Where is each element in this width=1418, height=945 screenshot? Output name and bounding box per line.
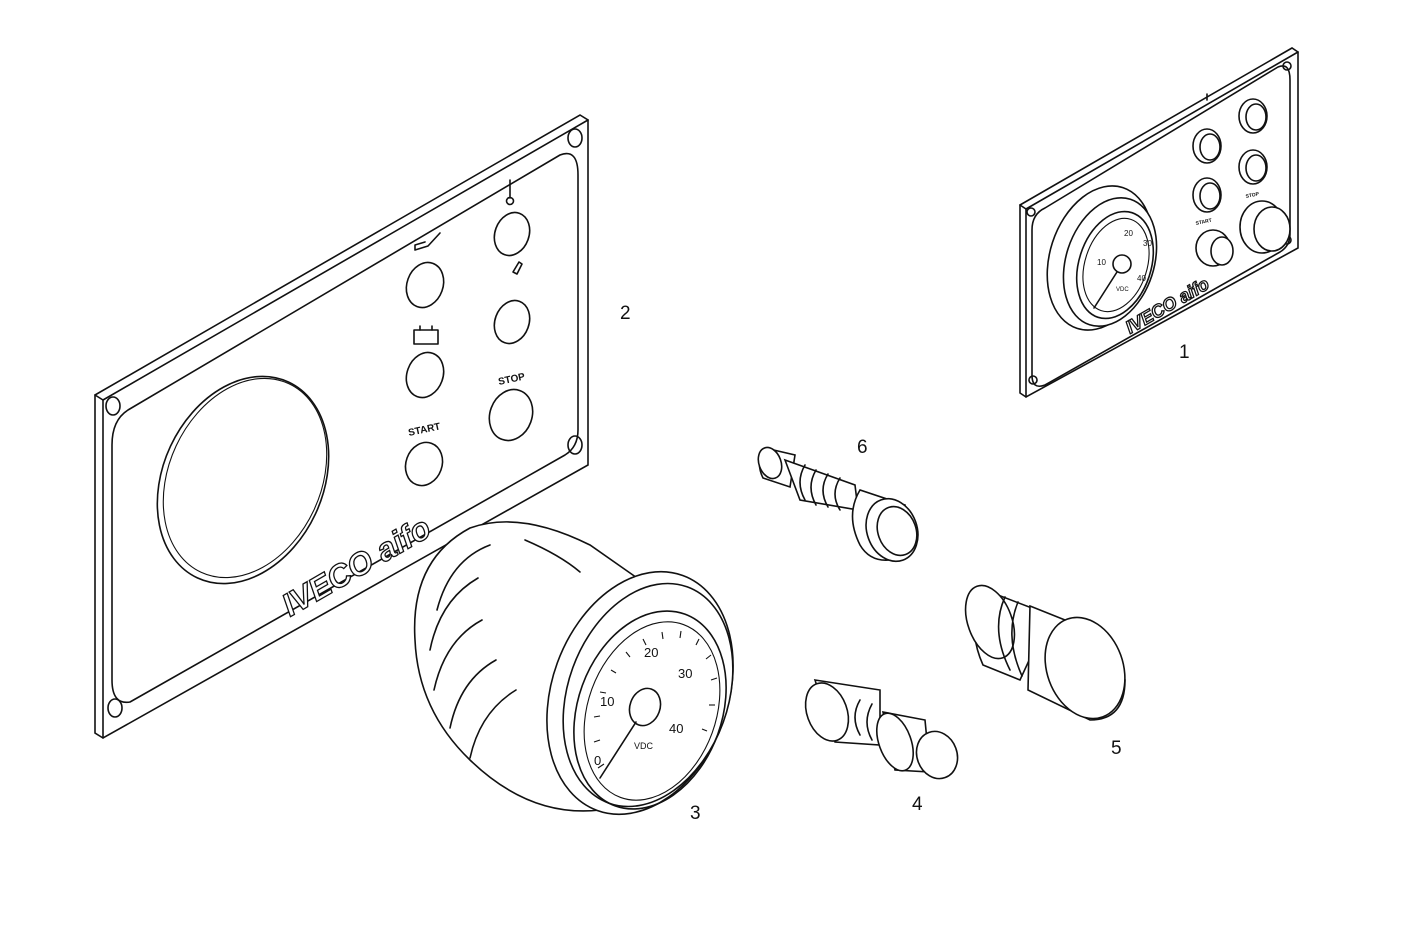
indicator-hole <box>405 351 445 399</box>
mounting-hole <box>567 435 583 455</box>
stop-label: STOP <box>1245 191 1260 200</box>
panel-2-plate <box>94 114 589 739</box>
gauge-tick-label: 30 <box>678 666 692 681</box>
mounting-hole <box>567 128 583 148</box>
oil-can-icon <box>414 232 441 251</box>
gauge-needle <box>599 721 637 779</box>
svg-text:30: 30 <box>1143 239 1152 248</box>
gauge-dial <box>583 621 721 801</box>
gauge-cutout <box>156 375 330 585</box>
callout-part-1: 1 <box>1179 342 1190 363</box>
indicator-hole <box>493 211 531 257</box>
svg-text:VDC: VDC <box>1116 287 1129 293</box>
gauge-tick-label: 10 <box>600 694 614 709</box>
svg-text:40: 40 <box>1137 274 1146 283</box>
gauge-tick-label: 20 <box>644 645 658 660</box>
start-label: START <box>1195 218 1212 227</box>
callout-part-2: 2 <box>620 303 631 324</box>
temperature-icon <box>505 179 515 206</box>
callout-part-3: 3 <box>690 803 701 824</box>
svg-text:10: 10 <box>1097 258 1106 267</box>
indicator-hole <box>493 299 531 345</box>
indicator-hole <box>405 261 445 309</box>
push-button-6 <box>757 446 919 563</box>
stop-button-hole <box>488 388 534 442</box>
mounting-hole <box>107 698 123 718</box>
svg-text:20: 20 <box>1124 229 1133 238</box>
callout-part-4: 4 <box>912 794 923 815</box>
gauge-needle-hub <box>628 687 662 727</box>
mounting-hole <box>105 396 121 416</box>
battery-icon <box>413 325 439 345</box>
callout-part-5: 5 <box>1111 738 1122 759</box>
gauge-tick-label: 40 <box>669 721 683 736</box>
gauge-tick-label: 0 <box>594 753 601 768</box>
panel-1: 10 20 30 40 VDC START STOP IVECO aifo <box>1019 47 1299 398</box>
start-button-hole <box>404 441 444 487</box>
gauge-unit: VDC <box>634 741 654 751</box>
push-button-4 <box>804 679 959 780</box>
gauge-3: 0 10 20 30 40 VDC <box>413 521 734 816</box>
panel-2-recess <box>111 152 579 704</box>
fuel-nozzle-icon <box>512 261 523 275</box>
callout-part-6: 6 <box>857 437 868 458</box>
knob-5 <box>964 584 1126 721</box>
